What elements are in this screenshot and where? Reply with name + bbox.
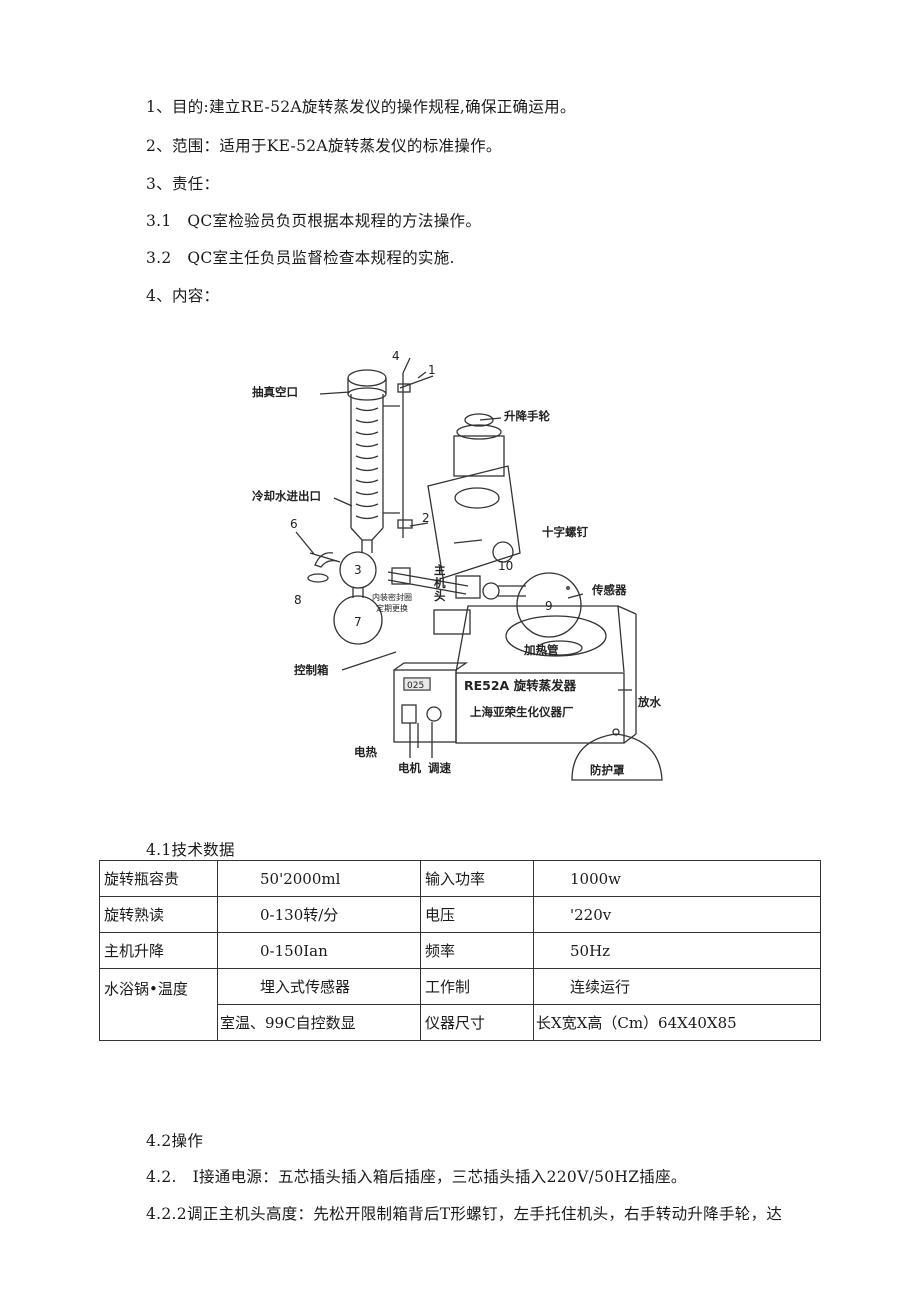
number-1: 1	[428, 363, 436, 377]
label-model: RE52A 旋转蒸发器	[464, 678, 577, 693]
tech-data-heading: 4.1技术数据	[146, 841, 235, 859]
label-main-head-3: 头	[434, 589, 446, 603]
label-control-box: 控制箱	[294, 663, 329, 677]
section-responsibility-3-2: 3.2 QC室主任负员监督检查本规程的实施.	[146, 249, 455, 267]
table-cell-bath-label: 水浴锅•温度	[99, 968, 218, 1041]
section-purpose: 1、目的:建立RE-52A旋转蒸发仪的操作规程,确保正确运用。	[146, 98, 576, 116]
table-row: 室温、99C自控数显 仪器尺寸 长X宽X高（Cm）64X40X85	[100, 1004, 821, 1041]
section-scope: 2、范围：适用于KE-52A旋转蒸发仪的标准操作。	[146, 137, 502, 155]
label-electric-heat: 电热	[354, 745, 377, 759]
operation-step-2: 4.2.2调正主机头高度：先松开限制箱背后T形螺钉，左手托住机头，右手转动升降手…	[146, 1205, 783, 1223]
label-heater-tube: 加热管	[523, 643, 559, 657]
label-speed: 调速	[428, 761, 451, 775]
number-10: 10	[498, 559, 513, 573]
table-cell: 50'2000ml	[217, 860, 421, 897]
table-cell-size-label: 仪器尺寸	[420, 1004, 534, 1041]
label-seal: 内装密封圈	[372, 592, 412, 602]
rotary-evaporator-diagram: 025 抽真空口 冷却水进出口 升降手轮 十字螺钉 传感器 内装密封圈 定期更换…	[238, 348, 682, 810]
table-cell-work-value: 连续运行	[533, 968, 821, 1005]
label-lift-handwheel: 升降手轮	[504, 409, 550, 423]
table-cell-size-value: 长X宽X高（Cm）64X40X85	[533, 1004, 821, 1041]
number-7: 7	[354, 615, 362, 629]
tech-data-table: 旋转瓶容贵 50'2000ml 输入功率 1000w 旋转熟读 0-130转/分…	[99, 860, 821, 1041]
table-cell: '220v	[533, 896, 821, 933]
table-row: 旋转熟读 0-130转/分 电压 '220v	[99, 896, 821, 933]
label-maker: 上海亚荣生化仪器厂	[470, 705, 574, 719]
section-responsibility-3-1: 3.1 QC室检验员负页根据本规程的方法操作。	[146, 212, 482, 230]
table-cell: 0-150Ian	[217, 932, 421, 969]
number-4: 4	[392, 349, 400, 363]
number-8: 8	[294, 593, 302, 607]
table-row: 水浴锅•温度 埋入式传感器 工作制 连续运行	[99, 968, 821, 1041]
label-main-head-1: 主	[434, 563, 446, 577]
operation-step-1: 4.2. I接通电源：五芯插头插入箱后插座，三芯插头插入220V/50HZ插座。	[146, 1168, 687, 1186]
label-sensor: 传感器	[591, 583, 627, 597]
table-cell: 输入功率	[420, 860, 534, 897]
table-cell: 电压	[420, 896, 534, 933]
label-shield: 防护罩	[590, 763, 625, 777]
table-cell: 50Hz	[533, 932, 821, 969]
label-drain: 放水	[637, 695, 661, 709]
table-cell-work-label: 工作制	[420, 968, 534, 1005]
label-motor: 电机	[398, 761, 421, 775]
display-readout: 025	[407, 681, 424, 691]
section-content: 4、内容：	[146, 287, 220, 305]
table-cell: 主机升降	[99, 932, 218, 969]
label-seal-2: 定期更换	[376, 603, 408, 613]
table-cell: 旋转熟读	[99, 896, 218, 933]
label-cross-screw: 十字螺钉	[542, 525, 588, 539]
table-row: 主机升降 0-150Ian 频率 50Hz	[99, 932, 821, 969]
label-vacuum-port: 抽真空口	[252, 385, 298, 399]
number-9: 9	[545, 599, 553, 613]
table-cell-bath-sensor: 埋入式传感器	[217, 968, 421, 1005]
table-cell: 0-130转/分	[217, 896, 421, 933]
number-2: 2	[422, 511, 430, 525]
number-3: 3	[354, 563, 362, 577]
label-cooling-water: 冷却水进出口	[252, 489, 321, 503]
label-main-head-2: 机	[434, 576, 446, 590]
table-cell: 1000w	[533, 860, 821, 897]
table-cell: 频率	[420, 932, 534, 969]
table-row: 旋转瓶容贵 50'2000ml 输入功率 1000w	[99, 860, 821, 897]
table-cell-bath-range: 室温、99C自控数显	[217, 1004, 421, 1041]
section-responsibility: 3、责任：	[146, 175, 220, 193]
number-6: 6	[290, 517, 298, 531]
operation-heading: 4.2操作	[146, 1132, 204, 1150]
table-cell: 旋转瓶容贵	[99, 860, 218, 897]
